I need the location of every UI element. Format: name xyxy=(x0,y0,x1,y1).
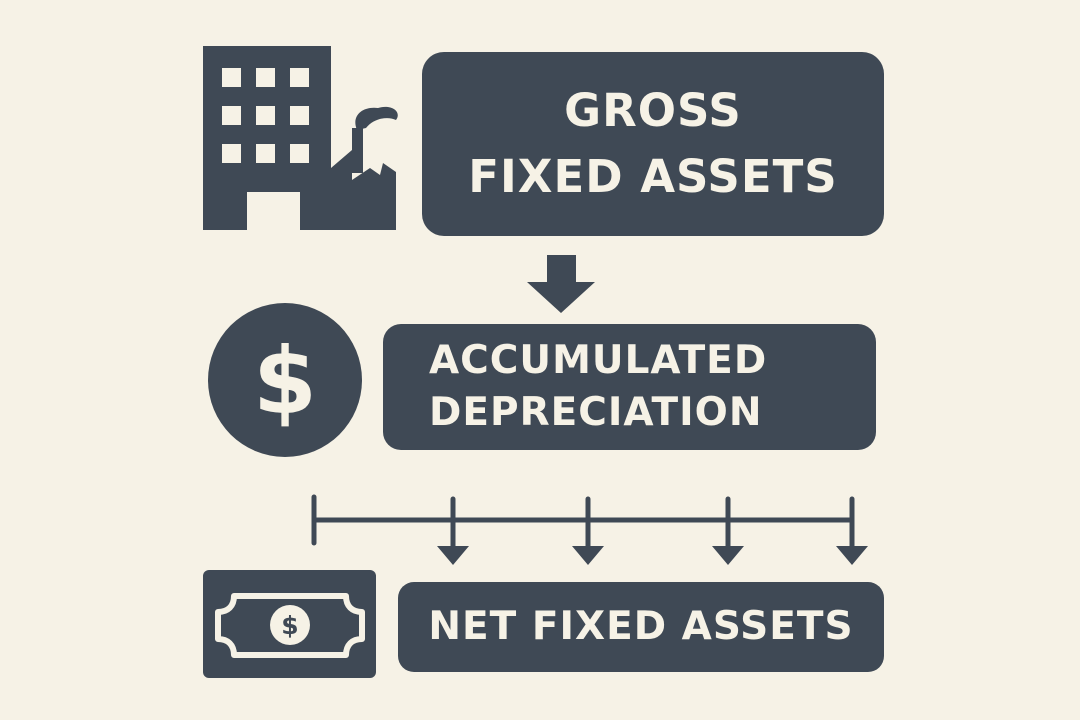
net-fixed-assets-label: NET FIXED ASSETS xyxy=(428,604,854,649)
svg-text:$: $ xyxy=(253,328,317,435)
gross-fixed-assets-box: GROSS FIXED ASSETS xyxy=(422,52,884,236)
timeline-arrow xyxy=(572,546,604,565)
timeline-arrow xyxy=(437,546,469,565)
svg-text:$: $ xyxy=(281,611,298,640)
net-fixed-assets-box: NET FIXED ASSETS xyxy=(398,582,884,672)
gross-fixed-assets-line-2: FIXED ASSETS xyxy=(468,150,838,203)
accumulated-depreciation-line-1: ACCUMULATED xyxy=(429,338,768,383)
gross-fixed-assets-line-1: GROSS xyxy=(564,84,742,137)
accumulated-depreciation-line-2: DEPRECIATION xyxy=(429,390,763,435)
timeline-arrow xyxy=(712,546,744,565)
accumulated-depreciation-box: ACCUMULATED DEPRECIATION xyxy=(383,324,876,450)
timeline-arrow xyxy=(836,546,868,565)
